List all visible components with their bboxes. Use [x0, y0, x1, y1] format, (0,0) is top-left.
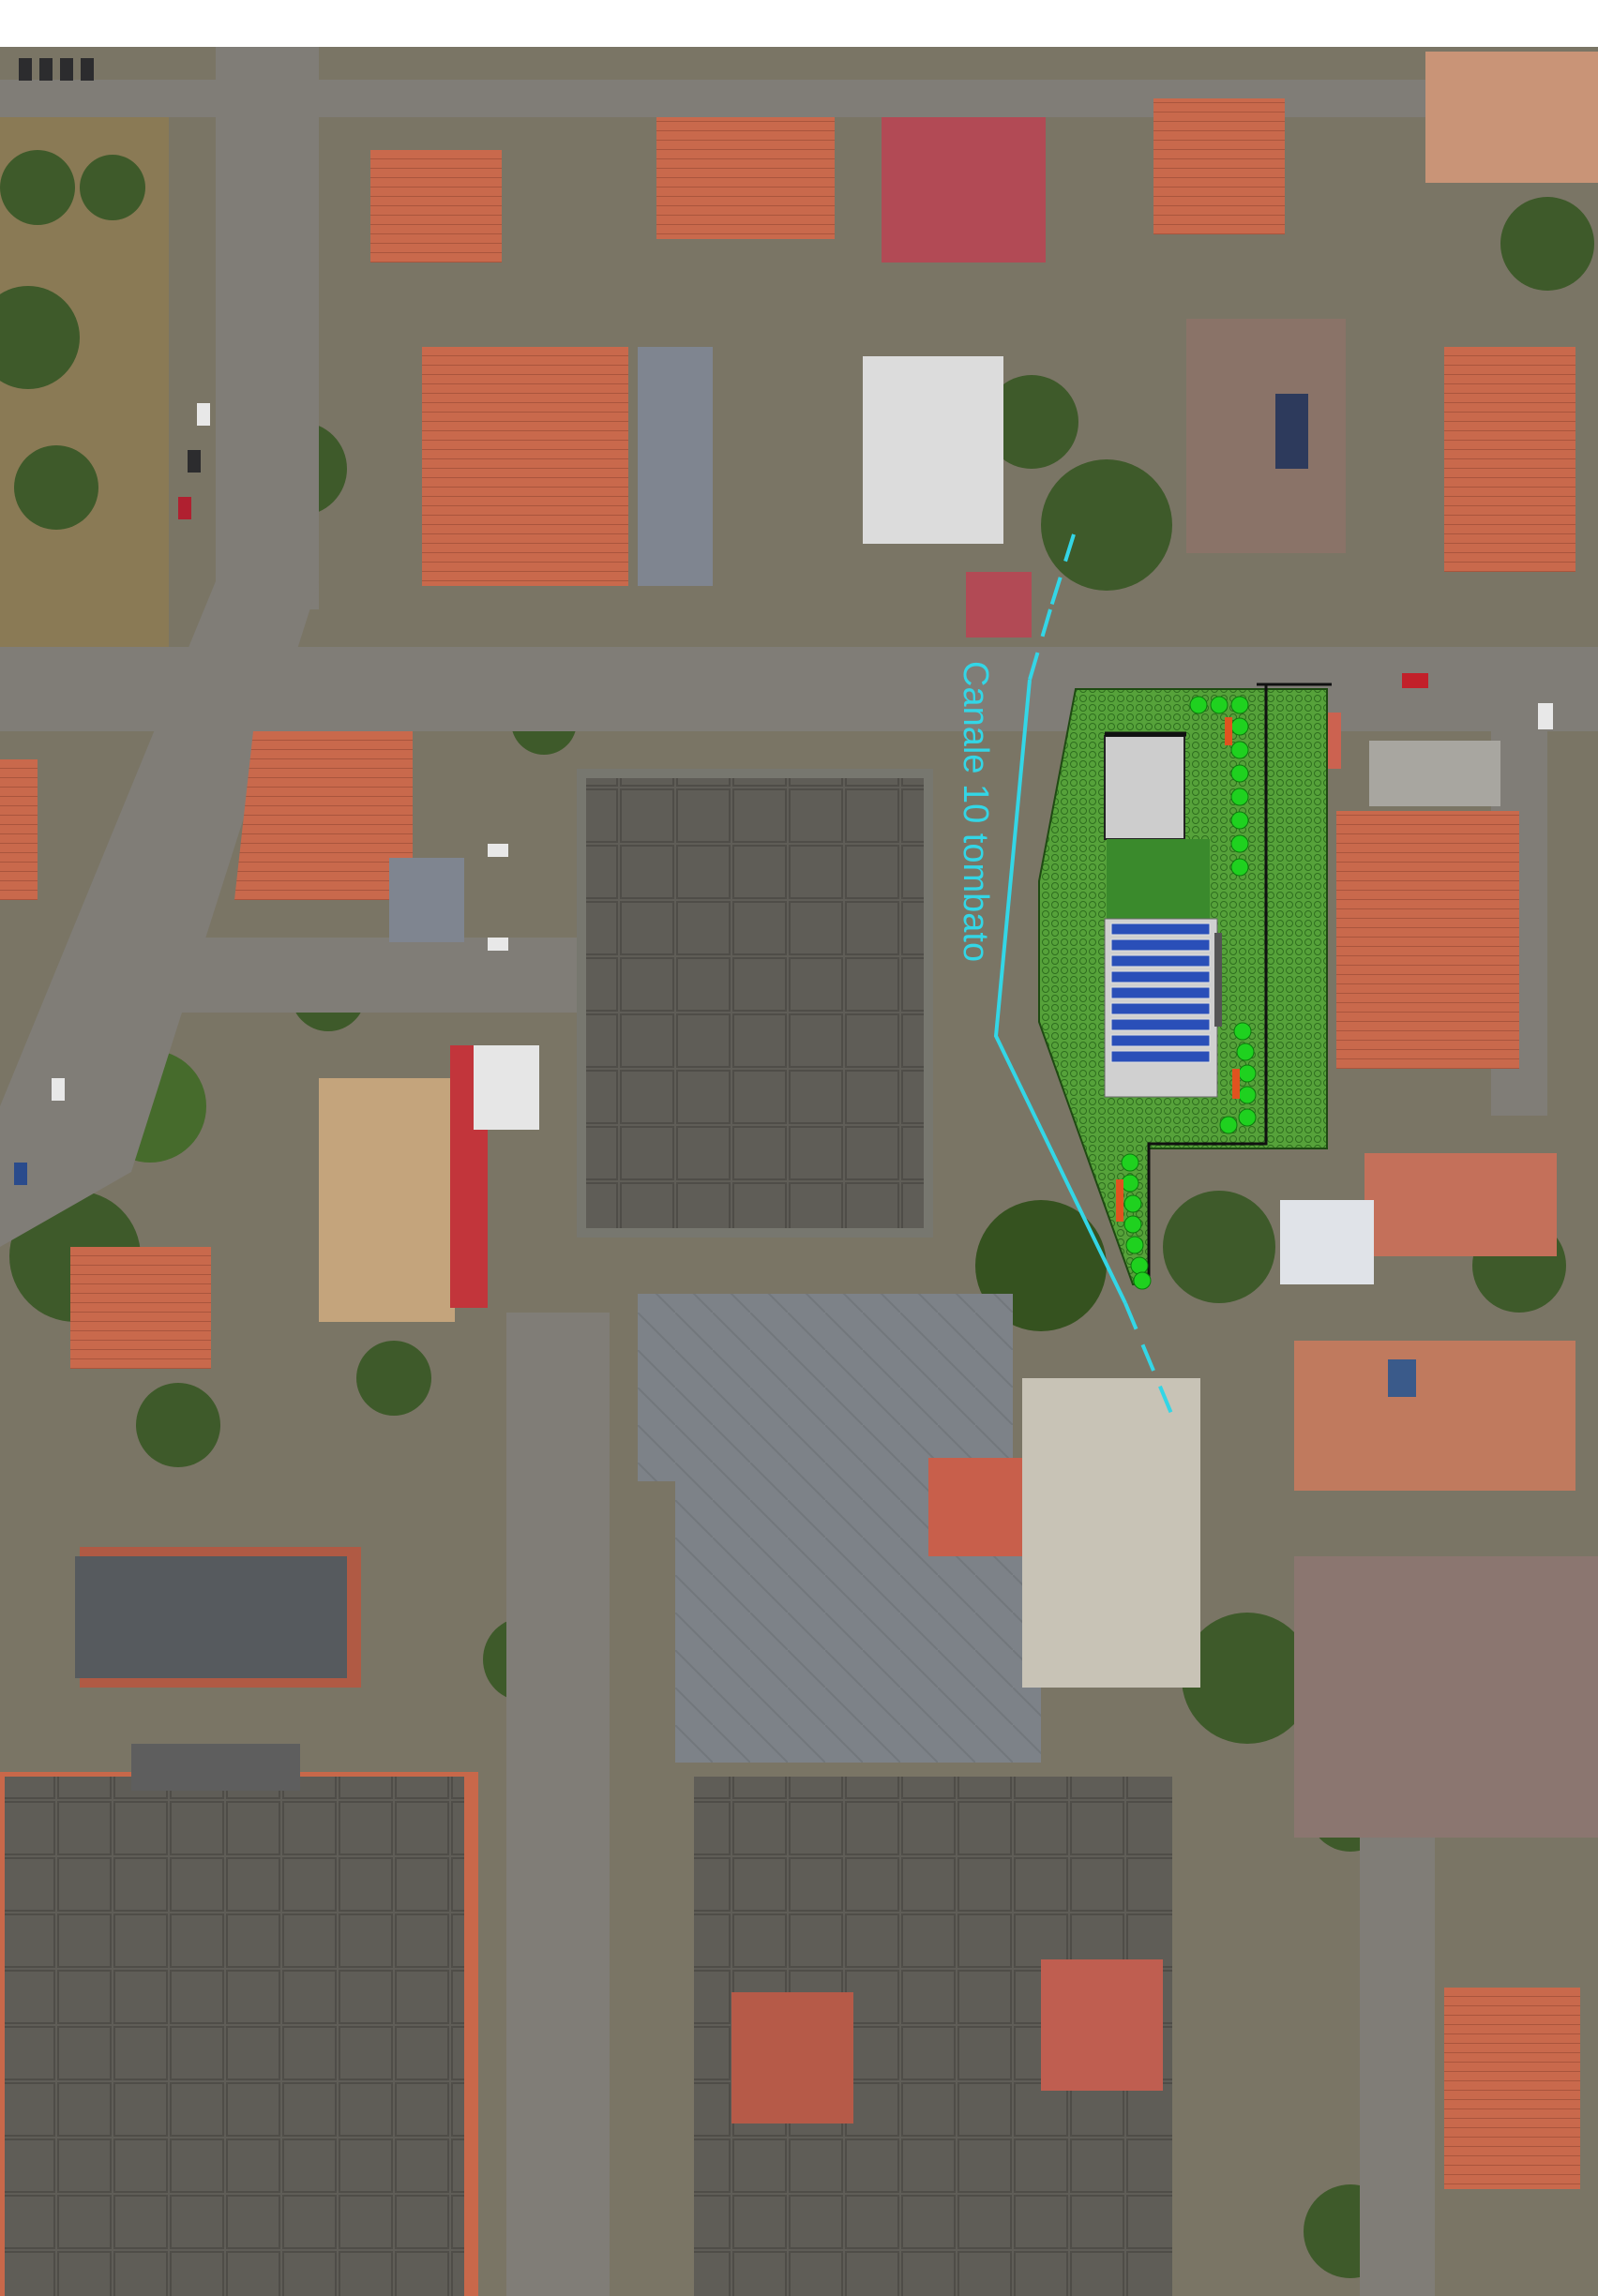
site-fence [1147, 684, 1268, 1284]
canal-label: Canale 10 tombato [956, 661, 995, 962]
warehouse-north [577, 769, 933, 1238]
warehouse-center [638, 1294, 1200, 1763]
solar-panel-array [1110, 923, 1211, 1063]
canal-line [993, 533, 1174, 1417]
orange-markers [1116, 717, 1240, 1222]
site-building [1104, 735, 1185, 840]
parked-cars [14, 58, 1553, 1185]
tree-row [1121, 696, 1257, 1290]
aerial-map: Canale 10 tombato [0, 47, 1598, 2296]
roads [0, 47, 1598, 2296]
map-canvas: Canale 10 tombato [0, 47, 1598, 2296]
site-lawn [1107, 839, 1210, 928]
buildings-north [370, 52, 1598, 638]
buildings-east [1280, 713, 1598, 2189]
buildings-west [0, 731, 539, 1688]
warehouses-south [0, 1744, 1172, 2296]
project-site [1038, 683, 1332, 1290]
